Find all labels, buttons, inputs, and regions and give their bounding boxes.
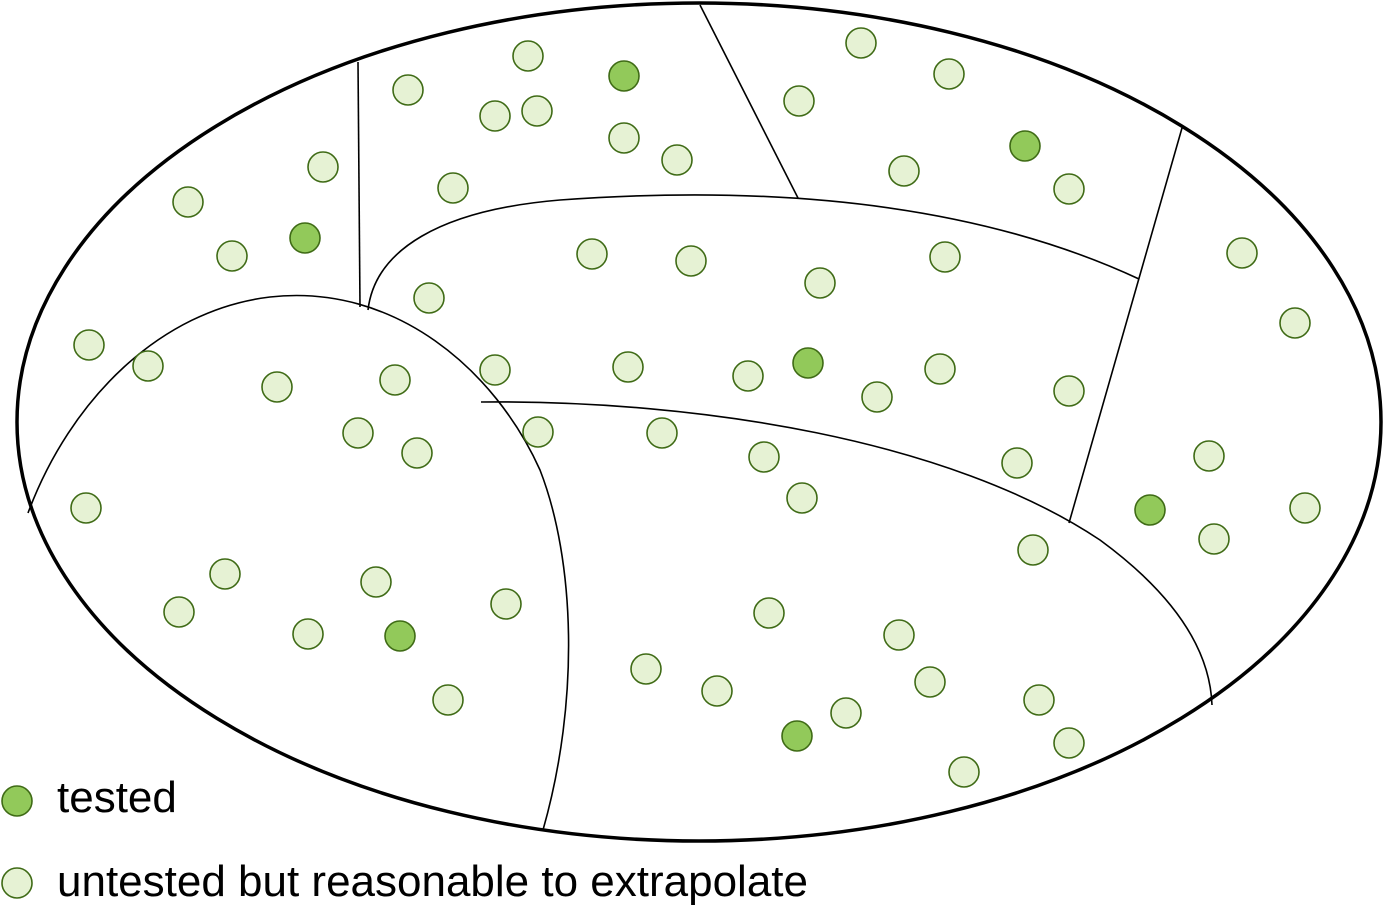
region-dividers xyxy=(27,4,1213,831)
untested-point xyxy=(413,282,445,314)
untested-point xyxy=(432,684,464,716)
untested-point xyxy=(1023,684,1055,716)
divider-top-middle-right xyxy=(699,4,799,199)
untested-point xyxy=(490,588,522,620)
untested-point xyxy=(1001,447,1033,479)
untested-point xyxy=(929,241,961,273)
untested-point xyxy=(804,267,836,299)
untested-point xyxy=(479,354,511,386)
untested-point xyxy=(1017,534,1049,566)
tested-point xyxy=(384,620,416,652)
legend-untested-label: untested but reasonable to extrapolate xyxy=(57,857,808,906)
untested-point xyxy=(753,597,785,629)
untested-point xyxy=(172,186,204,218)
untested-point xyxy=(830,697,862,729)
tested-point xyxy=(792,347,824,379)
untested-point xyxy=(1279,307,1311,339)
untested-point xyxy=(786,482,818,514)
boundary-bottom-band-top xyxy=(480,401,1213,706)
untested-point xyxy=(1053,375,1085,407)
untested-point xyxy=(883,619,915,651)
untested-point xyxy=(392,74,424,106)
untested-point xyxy=(576,238,608,270)
untested-point xyxy=(732,360,764,392)
untested-point xyxy=(479,100,511,132)
untested-point xyxy=(292,618,324,650)
untested-point xyxy=(630,653,662,685)
untested-point xyxy=(675,245,707,277)
filled-green-dot-icon xyxy=(1,785,33,817)
tested-point xyxy=(781,720,813,752)
untested-point xyxy=(1289,492,1321,524)
untested-point xyxy=(608,122,640,154)
untested-point xyxy=(132,350,164,382)
divider-right-vertical xyxy=(1068,127,1183,524)
tested-point xyxy=(1134,494,1166,526)
untested-point xyxy=(163,596,195,628)
untested-point xyxy=(401,437,433,469)
untested-point xyxy=(701,675,733,707)
boundary-left-lobe xyxy=(27,294,570,831)
untested-point xyxy=(888,155,920,187)
untested-point xyxy=(933,58,965,90)
tested-point xyxy=(1009,130,1041,162)
boundary-center-band-top xyxy=(367,194,1140,311)
tested-point xyxy=(289,222,321,254)
untested-point xyxy=(209,558,241,590)
untested-point xyxy=(748,441,780,473)
untested-point xyxy=(512,40,544,72)
untested-point xyxy=(307,151,339,183)
untested-point xyxy=(914,666,946,698)
untested-point xyxy=(948,756,980,788)
untested-point xyxy=(70,492,102,524)
legend-tested-label: tested xyxy=(57,773,177,822)
tested-point xyxy=(608,60,640,92)
untested-point xyxy=(522,416,554,448)
untested-point xyxy=(845,27,877,59)
untested-point xyxy=(379,364,411,396)
sample-points xyxy=(70,27,1321,788)
untested-point xyxy=(1053,727,1085,759)
legend: tested untested but reasonable to extrap… xyxy=(1,773,808,906)
untested-point xyxy=(521,95,553,127)
untested-point xyxy=(261,371,293,403)
untested-point xyxy=(646,417,678,449)
outer-domain-ellipse xyxy=(15,1,1383,843)
untested-point xyxy=(861,381,893,413)
untested-point xyxy=(1198,523,1230,555)
untested-point xyxy=(437,172,469,204)
untested-point xyxy=(342,417,374,449)
untested-point xyxy=(73,329,105,361)
untested-point xyxy=(1226,237,1258,269)
untested-point xyxy=(612,351,644,383)
untested-point xyxy=(924,353,956,385)
untested-point xyxy=(661,144,693,176)
untested-point xyxy=(216,240,248,272)
untested-point xyxy=(1193,440,1225,472)
untested-point xyxy=(360,566,392,598)
pale-green-dot-icon xyxy=(1,867,33,899)
untested-point xyxy=(783,85,815,117)
divider-top-left-middle xyxy=(357,61,361,308)
untested-point xyxy=(1053,173,1085,205)
